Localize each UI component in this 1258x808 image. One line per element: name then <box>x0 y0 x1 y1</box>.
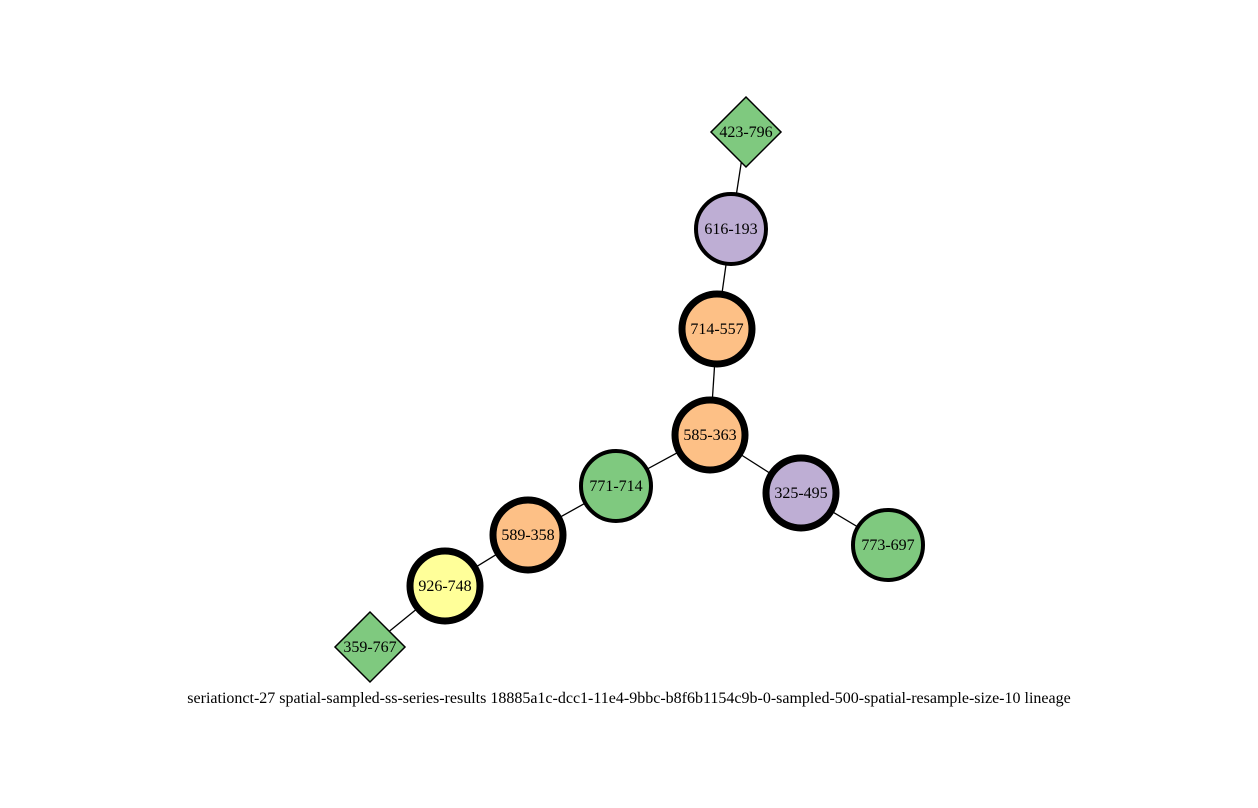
graph-caption: seriationct-27 spatial-sampled-ss-series… <box>187 690 1070 707</box>
node-325-495: 325-495 <box>762 454 840 532</box>
node-616-193: 616-193 <box>694 192 768 266</box>
diamond-node-shape <box>709 95 783 169</box>
node-label: 773-697 <box>861 537 914 554</box>
node-423-796: 423-796 <box>709 95 783 169</box>
node-589-358: 589-358 <box>489 496 567 574</box>
node-label: 714-557 <box>690 321 743 338</box>
node-label: 359-767 <box>343 639 396 656</box>
node-773-697: 773-697 <box>851 508 925 582</box>
node-771-714: 771-714 <box>579 449 653 523</box>
diamond-node-shape <box>333 610 407 684</box>
node-label: 325-495 <box>774 485 827 502</box>
node-359-767: 359-767 <box>333 610 407 684</box>
circle-node-shape <box>671 396 749 474</box>
node-585-363: 585-363 <box>671 396 749 474</box>
nodes-layer: 423-796 616-193 714-557 585-363 771-714 589-3… <box>333 95 925 684</box>
node-label: 585-363 <box>683 427 736 444</box>
node-label: 771-714 <box>589 478 642 495</box>
node-label: 423-796 <box>719 124 772 141</box>
node-926-748: 926-748 <box>406 547 484 625</box>
node-714-557: 714-557 <box>678 290 756 368</box>
node-label: 926-748 <box>418 578 471 595</box>
circle-node-shape <box>579 449 653 523</box>
circle-node-shape <box>489 496 567 574</box>
circle-node-shape <box>406 547 484 625</box>
node-label: 589-358 <box>501 527 554 544</box>
node-label: 616-193 <box>704 221 757 238</box>
circle-node-shape <box>694 192 768 266</box>
circle-node-shape <box>851 508 925 582</box>
circle-node-shape <box>762 454 840 532</box>
circle-node-shape <box>678 290 756 368</box>
